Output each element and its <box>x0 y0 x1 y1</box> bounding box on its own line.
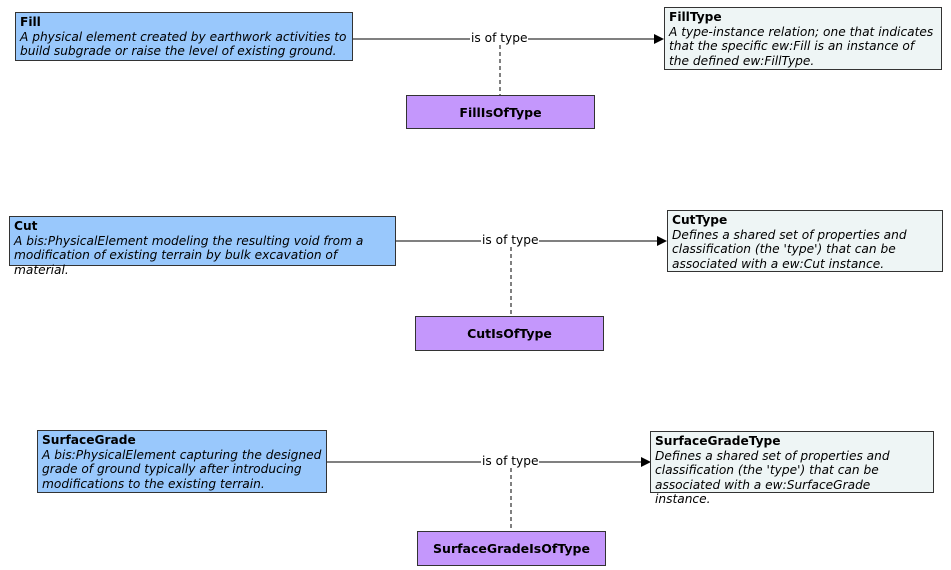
relationship-box-cutisoftype[interactable]: CutIsOfType <box>415 316 604 351</box>
class-title: SurfaceGradeType <box>655 434 781 448</box>
class-title: Cut <box>14 219 38 233</box>
edge-label: is of type <box>481 233 540 247</box>
class-title: Fill <box>20 15 41 29</box>
relationship-box-fillisoftype[interactable]: FillIsOfType <box>406 95 595 129</box>
class-description: Defines a shared set of properties and c… <box>655 448 890 507</box>
class-box-filltype[interactable]: FillType A type-instance relation; one t… <box>664 7 942 70</box>
class-description: A type-instance relation; one that indic… <box>669 24 934 68</box>
edge-label: is of type <box>481 454 540 468</box>
class-box-cut[interactable]: Cut A bis:PhysicalElement modeling the r… <box>9 216 396 277</box>
class-box-surfacegrade[interactable]: SurfaceGrade A bis:PhysicalElement captu… <box>37 430 327 493</box>
class-box-surfacegradetype[interactable]: SurfaceGradeType Defines a shared set of… <box>650 431 934 506</box>
class-description: A bis:PhysicalElement modeling the resul… <box>14 233 364 277</box>
class-box-fill[interactable]: Fill A physical element created by earth… <box>15 12 353 61</box>
relationship-box-surfacegradeisoftype[interactable]: SurfaceGradeIsOfType <box>417 531 606 566</box>
class-description: A physical element created by earthwork … <box>20 29 347 59</box>
class-title: SurfaceGrade <box>42 433 136 447</box>
class-description: A bis:PhysicalElement capturing the desi… <box>42 447 322 491</box>
class-box-cuttype[interactable]: CutType Defines a shared set of properti… <box>667 210 943 272</box>
class-title: FillType <box>669 10 722 24</box>
edge-label: is of type <box>470 31 529 45</box>
class-description: Defines a shared set of properties and c… <box>672 227 907 271</box>
class-title: CutType <box>672 213 728 227</box>
